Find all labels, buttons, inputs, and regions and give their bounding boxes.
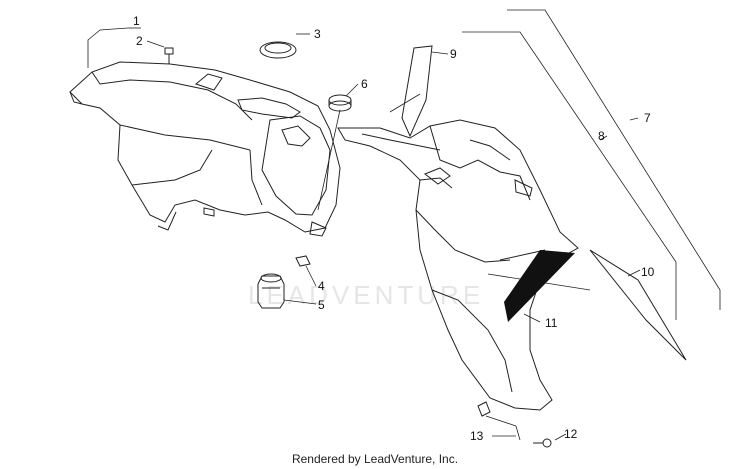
switch-part-5	[257, 273, 285, 309]
clip-part-4	[295, 255, 311, 267]
seal-part-6	[328, 94, 352, 112]
upper-console-panel	[69, 61, 341, 237]
black-stripe-decal	[504, 250, 575, 322]
callout-6: 6	[361, 77, 368, 91]
screw-part-12	[533, 438, 552, 448]
callout-7: 7	[644, 111, 651, 125]
callout-4: 4	[318, 279, 325, 293]
callout-8: 8	[598, 129, 605, 143]
gasket-ring-part-3	[259, 41, 297, 59]
decal-part-10	[589, 249, 687, 361]
callout-10: 10	[641, 265, 655, 279]
side-panel	[337, 119, 579, 411]
callout-numbers: 1 2 3 4 5 6 7 8 9 10 11 12 13	[133, 14, 655, 443]
callout-3: 3	[314, 27, 321, 41]
decal-part-9	[401, 45, 433, 138]
callout-11: 11	[545, 316, 558, 330]
clip-part-13	[477, 401, 491, 417]
leadventure-watermark: LEADVENTURE	[248, 280, 485, 310]
callout-5: 5	[318, 298, 325, 312]
leader-lines	[87, 9, 721, 441]
callout-2: 2	[136, 34, 143, 48]
callout-1: 1	[133, 14, 140, 28]
callout-12: 12	[564, 427, 578, 441]
callout-9: 9	[450, 47, 457, 61]
screw-part-2	[164, 47, 174, 64]
callout-13: 13	[470, 429, 484, 443]
footer-credit: Rendered by LeadVenture, Inc.	[291, 452, 459, 466]
